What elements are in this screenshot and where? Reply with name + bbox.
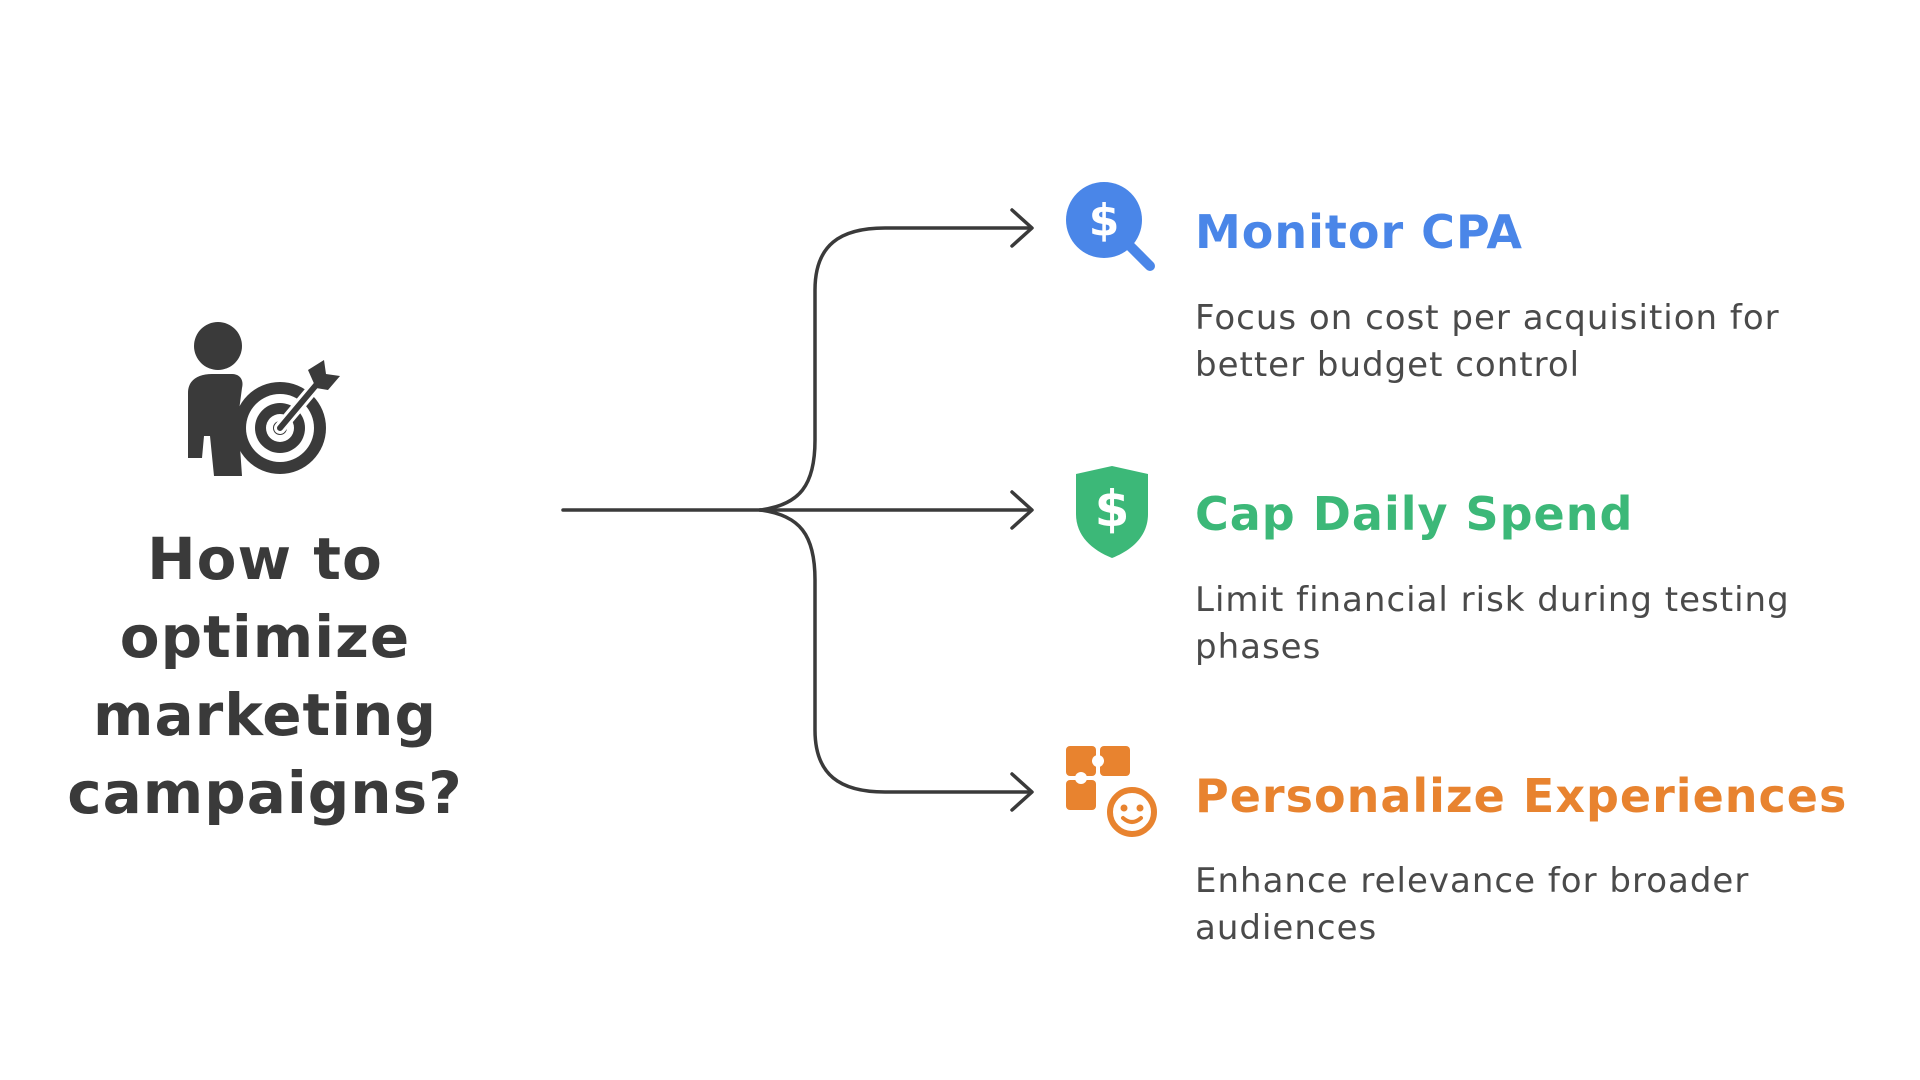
connector-branch-bottom <box>758 508 1032 794</box>
question-text: How to optimize marketing campaigns? <box>67 525 463 827</box>
svg-text:$: $ <box>1089 195 1120 246</box>
connector-branch-top <box>758 226 1032 512</box>
arrowhead-top <box>1010 208 1034 248</box>
branch-description-monitor-cpa: Focus on cost per acquisition for better… <box>1195 298 1780 385</box>
dollar-search-icon: $ <box>1066 182 1155 271</box>
branch-title-personalize-experiences: Personalize Experiences <box>1195 769 1848 823</box>
branch-description-cap-daily-spend: Limit financial risk during testing phas… <box>1195 580 1790 667</box>
arrowhead-bottom <box>1010 772 1034 812</box>
branch-title-monitor-cpa: Monitor CPA <box>1195 205 1524 259</box>
svg-text:$: $ <box>1095 480 1130 538</box>
dollar-shield-icon: $ <box>1076 466 1148 558</box>
arrowhead-middle <box>1010 490 1034 530</box>
branch-description-personalize-experiences: Enhance relevance for broader audiences <box>1195 861 1750 948</box>
person-target-icon <box>188 322 340 476</box>
branch-title-cap-daily-spend: Cap Daily Spend <box>1195 487 1634 541</box>
puzzle-face-icon <box>1066 746 1159 839</box>
